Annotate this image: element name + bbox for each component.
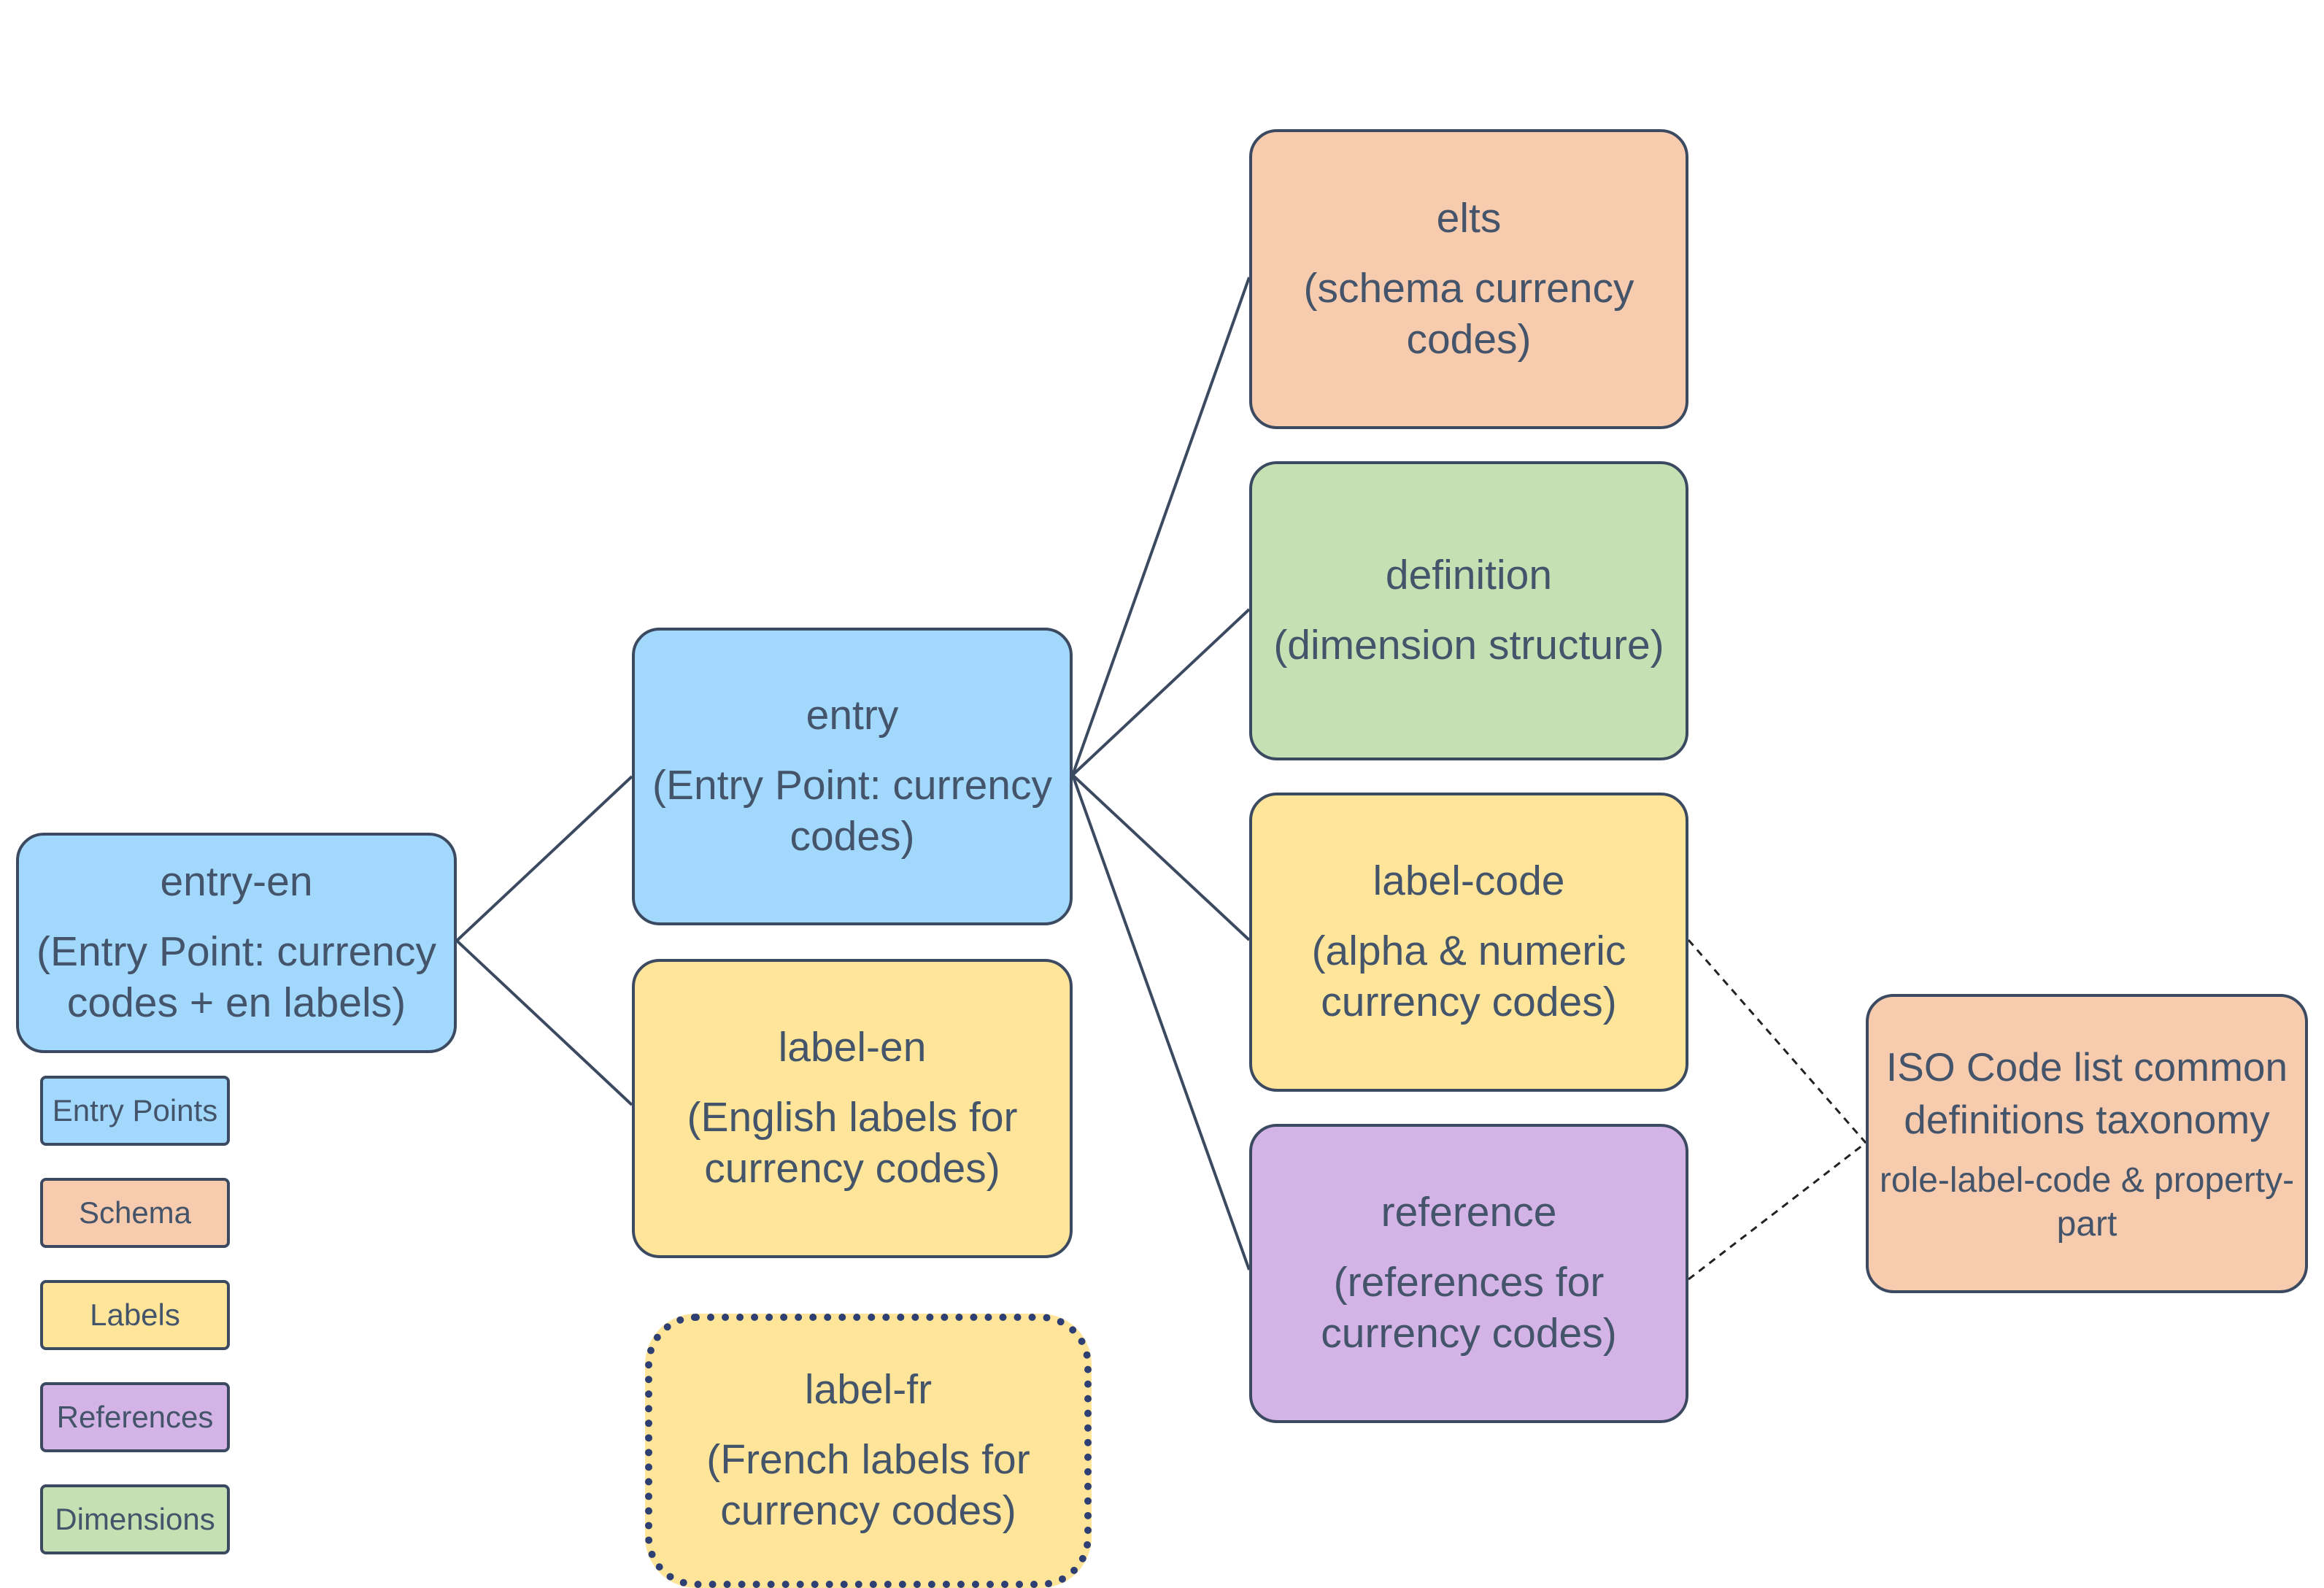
node-iso-title: ISO Code list common definitions taxonom… xyxy=(1885,1044,2288,1142)
node-label-code-desc: (alpha & numeric currency codes) xyxy=(1311,928,1626,1025)
node-iso-desc: role-label-code & property-part xyxy=(1879,1161,2295,1244)
node-entry-desc: (Entry Point: currency codes) xyxy=(652,762,1052,860)
node-label-code: label-code (alpha & numeric currency cod… xyxy=(1249,793,1688,1092)
node-definition-title: definition xyxy=(1385,552,1553,598)
node-label-fr: label-fr (French labels for currency cod… xyxy=(645,1314,1092,1588)
edge-entry-en-to-entry xyxy=(455,775,633,942)
dashed-edge-reference-to-iso xyxy=(1688,1141,1866,1281)
node-label-code-title: label-code xyxy=(1373,857,1565,904)
node-elts-desc: (schema currency codes) xyxy=(1303,264,1634,363)
edge-entry-to-definition xyxy=(1071,608,1251,776)
node-elts: elts (schema currency codes) xyxy=(1249,129,1688,429)
node-entry: entry (Entry Point: currency codes) xyxy=(632,628,1073,925)
edge-entry-to-label-code xyxy=(1071,774,1251,941)
node-label-fr-title: label-fr xyxy=(804,1366,933,1413)
node-label-en-desc: (English labels for currency codes) xyxy=(687,1094,1018,1192)
node-definition: definition (dimension structure) xyxy=(1249,461,1688,760)
node-entry-en: entry-en (Entry Point: currency codes + … xyxy=(16,833,457,1053)
legend-dimensions: Dimensions xyxy=(40,1484,230,1554)
edge-entry-to-elts xyxy=(1071,277,1251,776)
legend-entry-points: Entry Points xyxy=(40,1076,230,1146)
node-label-en-title: label-en xyxy=(778,1024,927,1071)
legend-labels: Labels xyxy=(40,1280,230,1350)
dashed-edge-label-code-to-iso xyxy=(1687,939,1867,1144)
edge-entry-en-to-label-en xyxy=(455,939,633,1106)
legend-references: References xyxy=(40,1382,230,1452)
node-reference-title: reference xyxy=(1381,1189,1557,1236)
node-label-fr-desc: (French labels for currency codes) xyxy=(706,1436,1030,1534)
legend-schema: Schema xyxy=(40,1178,230,1248)
node-definition-desc: (dimension structure) xyxy=(1273,622,1664,668)
edge-entry-to-reference xyxy=(1071,774,1251,1271)
node-iso-code-list: ISO Code list common definitions taxonom… xyxy=(1866,994,2308,1293)
node-entry-title: entry xyxy=(806,692,899,739)
node-reference-desc: (references for currency codes) xyxy=(1321,1259,1617,1357)
node-elts-title: elts xyxy=(1436,194,1502,242)
node-entry-en-title: entry-en xyxy=(160,858,313,905)
node-reference: reference (references for currency codes… xyxy=(1249,1124,1688,1423)
node-entry-en-desc: (Entry Point: currency codes + en labels… xyxy=(36,928,436,1026)
node-label-en: label-en (English labels for currency co… xyxy=(632,959,1073,1258)
